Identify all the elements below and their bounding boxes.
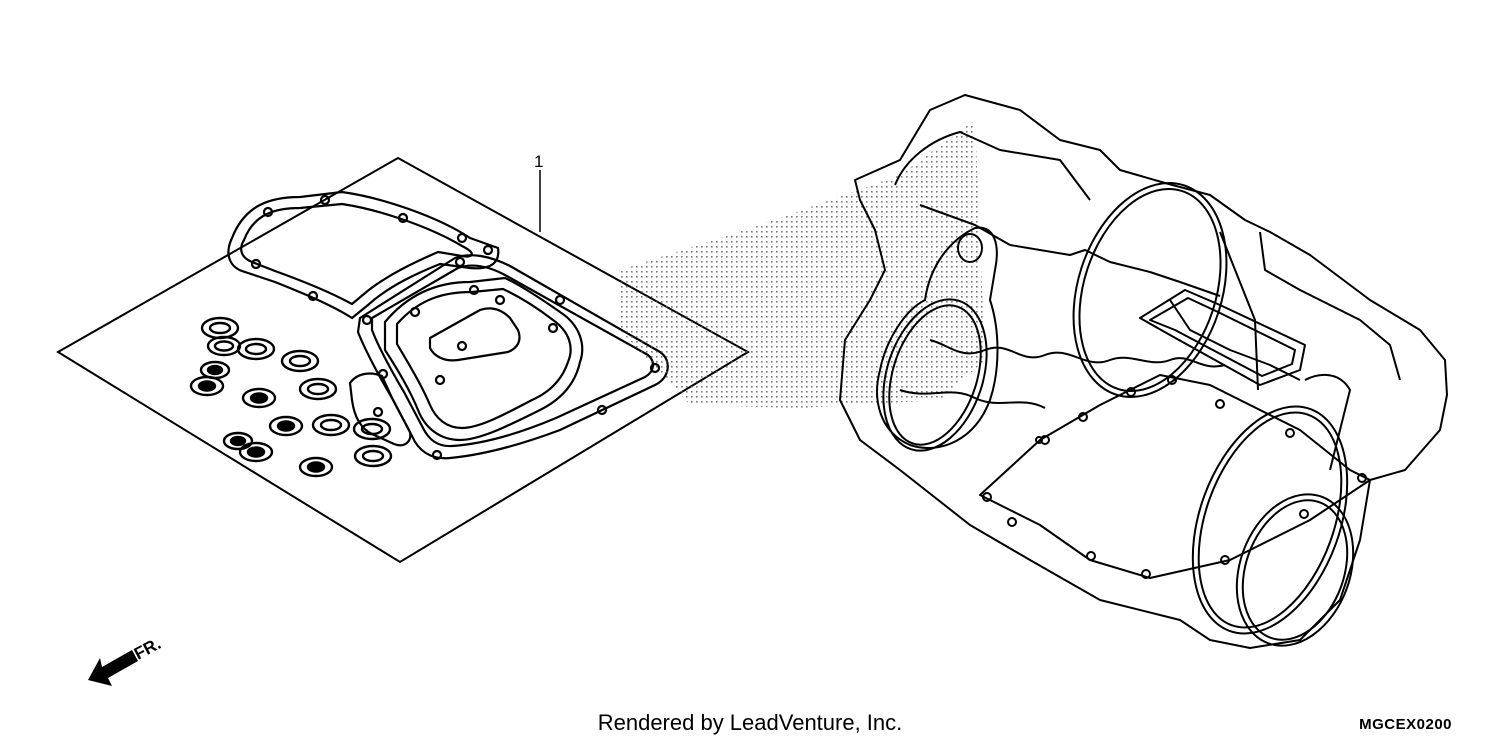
o-ring [352, 417, 392, 441]
o-ring [236, 337, 276, 361]
o-ring [311, 413, 351, 437]
front-direction-marker: FR. [88, 634, 164, 686]
engine-crankcase [839, 94, 1448, 649]
o-ring [298, 377, 338, 401]
o-ring [241, 387, 277, 409]
small-gasket [428, 307, 521, 362]
large-gasket [227, 190, 500, 320]
o-ring [298, 456, 334, 478]
o-ring [206, 335, 242, 357]
o-ring-set [189, 316, 393, 478]
crankcase-seal-lower [1191, 373, 1355, 647]
render-credit: Rendered by LeadVenture, Inc. [597, 710, 903, 735]
crankcase-seal-upper [1072, 182, 1259, 398]
arrow-icon [88, 650, 138, 686]
o-ring [238, 441, 274, 463]
o-ring [222, 431, 254, 451]
o-ring [200, 316, 240, 340]
bracket-gasket [348, 372, 412, 447]
watermark-shading [620, 120, 985, 408]
left-cylinder-boss [876, 226, 999, 452]
oil-pan-gasket [383, 276, 584, 442]
diagram-code: MGCEX0200 [1359, 716, 1452, 733]
o-ring [199, 360, 231, 380]
o-ring [353, 444, 393, 468]
callout-1: 1 [534, 152, 543, 232]
o-ring [268, 415, 304, 437]
o-ring [280, 349, 320, 373]
callout-number: 1 [534, 152, 543, 171]
o-ring [189, 375, 225, 397]
